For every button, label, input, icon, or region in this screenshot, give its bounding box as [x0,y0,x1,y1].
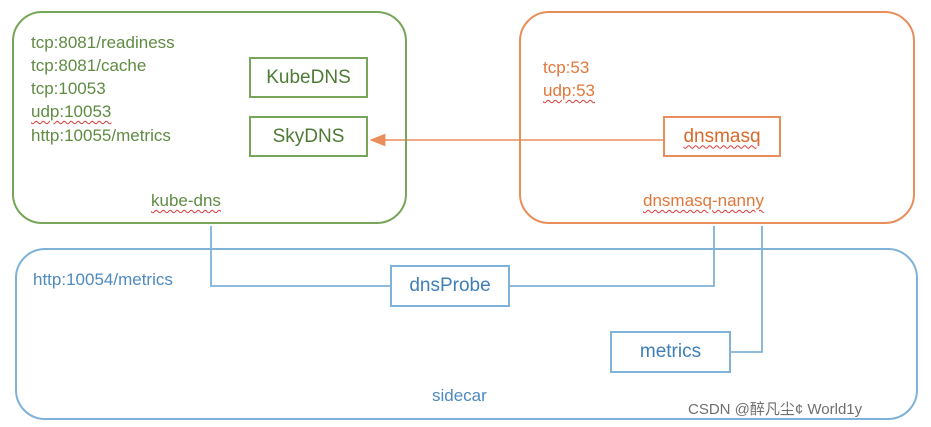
skydns-box: SkyDNS [249,116,368,157]
kube-dns-port-tcp: tcp:10053 [31,79,106,98]
dnsmasq-nanny-label-wrap: dnsmasq-nanny [643,191,764,211]
sidecar-label: sidecar [432,386,487,405]
kube-dns-label-wrap: kube-dns [151,191,221,211]
dnsmasq-box: dnsmasq [663,116,781,157]
dnsprobe-box: dnsProbe [390,265,510,307]
kubedns-box: KubeDNS [249,57,368,98]
kube-dns-port-udp: udp:10053 [31,102,112,121]
kube-dns-container [12,11,407,224]
dnsmasq-nanny-label: dnsmasq-nanny [643,191,764,210]
dnsmasq-nanny-container [519,11,915,224]
dnsmasq-port-udp: udp:53 [543,81,595,100]
kube-dns-port-metrics: http:10055/metrics [31,126,171,145]
kube-dns-port-cache: tcp:8081/cache [31,56,147,75]
dnsmasq-port-udp-wrap: udp:53 [543,81,595,101]
csdn-watermark: CSDN @醉凡尘¢ World1y [688,401,863,418]
kube-dns-label: kube-dns [151,191,221,210]
dnsmasq-to-dnsprobe-line [510,226,715,287]
kube-dns-to-dnsprobe-line [210,226,390,287]
dnsmasq-label: dnsmasq [683,125,761,147]
kube-dns-port-udp-wrap: udp:10053 [31,102,111,122]
kube-dns-port-readiness: tcp:8081/readiness [31,33,175,52]
metrics-box: metrics [610,331,731,373]
dnsmasq-port-tcp: tcp:53 [543,58,590,77]
sidecar-metrics-port: http:10054/metrics [33,270,173,289]
dnsmasq-to-metrics-line [731,226,763,353]
sidecar-container [15,248,918,420]
